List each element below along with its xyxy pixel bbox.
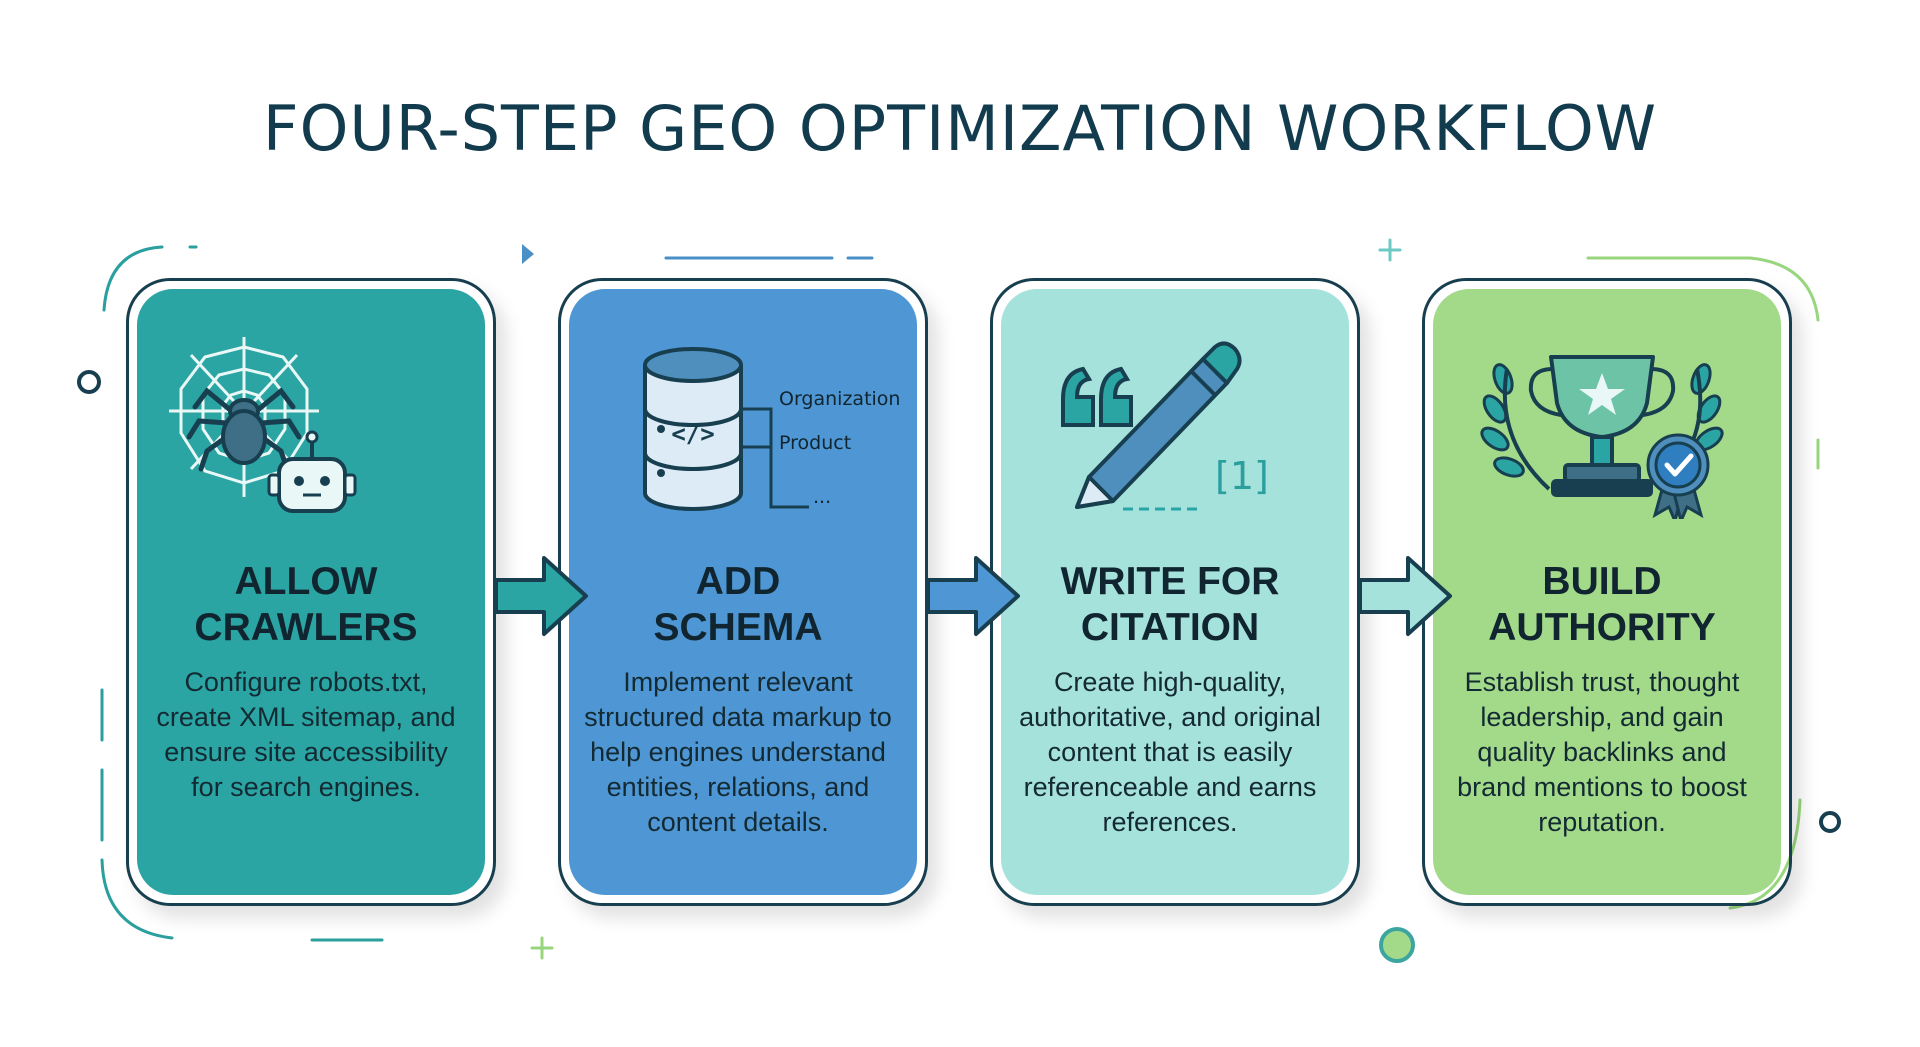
step-heading: BUILD AUTHORITY: [1488, 560, 1716, 649]
step-card-allow-crawlers: ALLOW CRAWLERS Configure robots.txt, cre…: [126, 278, 496, 906]
step-heading: WRITE FOR CITATION: [1060, 560, 1280, 649]
step-description: Implement relevant structured data marku…: [584, 667, 892, 837]
schema-label-product: Product: [779, 432, 851, 454]
svg-text:</>: </>: [671, 420, 714, 448]
trophy-laurel-badge-icon: [1480, 355, 1724, 519]
citation-marker: [1]: [1215, 454, 1269, 498]
step-description: Configure robots.txt, create XML sitemap…: [156, 667, 456, 802]
quote-pen-icon: [1]: [1061, 341, 1269, 511]
step-heading: ALLOW CRAWLERS: [194, 560, 418, 649]
arrow-right-icon: [1360, 556, 1452, 636]
step-card-background: [137, 289, 485, 895]
arrow-right-icon: [496, 556, 588, 636]
step-card-build-authority: BUILD AUTHORITY Establish trust, thought…: [1422, 278, 1792, 906]
database-code-icon: </> Organization Product ...: [643, 347, 900, 511]
step-description: Establish trust, thought leadership, and…: [1457, 667, 1747, 837]
page-title: FOUR-STEP GEO OPTIMIZATION WORKFLOW: [262, 92, 1658, 165]
step-description: Create high-quality, authoritative, and …: [1019, 667, 1321, 837]
spider-web-robot-icon: [169, 337, 357, 513]
step-heading: ADD SCHEMA: [653, 560, 823, 649]
step-card-write-for-citation: [1] WRITE FOR CITATION Create high-quali…: [990, 278, 1360, 906]
arrow-right-icon: [928, 556, 1020, 636]
step-card-add-schema: </> Organization Product ... ADD SCHEMA …: [558, 278, 928, 906]
schema-label-more: ...: [813, 486, 831, 508]
schema-label-organization: Organization: [779, 388, 900, 410]
